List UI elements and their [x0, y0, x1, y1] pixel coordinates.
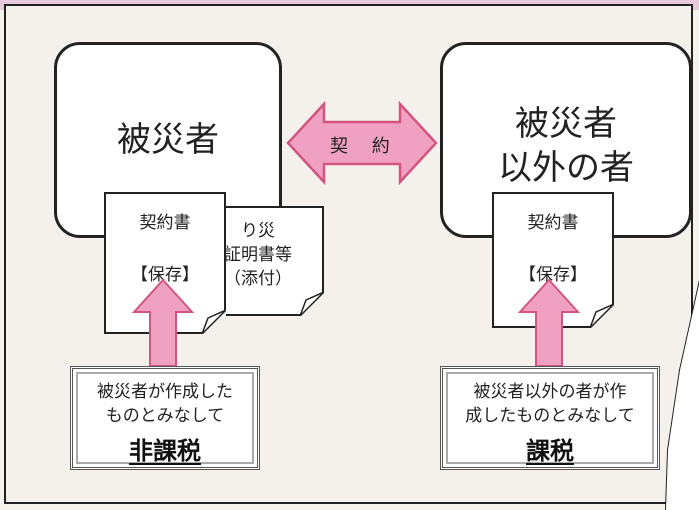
contract-doc-status-right: 【保存】 [519, 265, 587, 285]
contract-doc-title-right: 契約書 [527, 213, 579, 233]
note-box-left: 被災者が作成した ものとみなして 非課税 [70, 366, 260, 470]
page-curl-icon [300, 292, 324, 316]
page-curl-icon [590, 304, 614, 328]
contract-doc-title-left: 契約書 [139, 213, 191, 233]
note-box-right: 被災者以外の者が作 成したものとみなして 課税 [440, 366, 660, 470]
speech-bubble-partial [665, 280, 699, 510]
attached-doc-line-3: （添付） [224, 269, 292, 289]
note-left-emphasis: 非課税 [129, 437, 201, 465]
note-right-emphasis: 課税 [526, 437, 574, 465]
contract-doc-status-left: 【保存】 [131, 265, 199, 285]
party-label-right-1: 被災者 [515, 104, 617, 144]
page-curl-icon [202, 310, 226, 334]
note-left-line-1: 被災者が作成した [97, 382, 233, 402]
contract-double-arrow [286, 100, 438, 186]
attached-doc-line-1: り災 [241, 221, 275, 241]
party-label-left: 被災者 [117, 120, 219, 160]
note-left-line-2: ものとみなして [105, 406, 225, 426]
up-arrow-left [132, 278, 194, 367]
party-label-right-2: 以外の者 [498, 148, 634, 188]
contract-label: 契 約 [330, 136, 399, 157]
note-right-line-1: 被災者以外の者が作 [473, 382, 627, 402]
attached-doc-line-2: 証明書等 [224, 245, 292, 265]
note-right-line-2: 成したものとみなして [465, 406, 635, 426]
up-arrow-right [518, 278, 580, 367]
